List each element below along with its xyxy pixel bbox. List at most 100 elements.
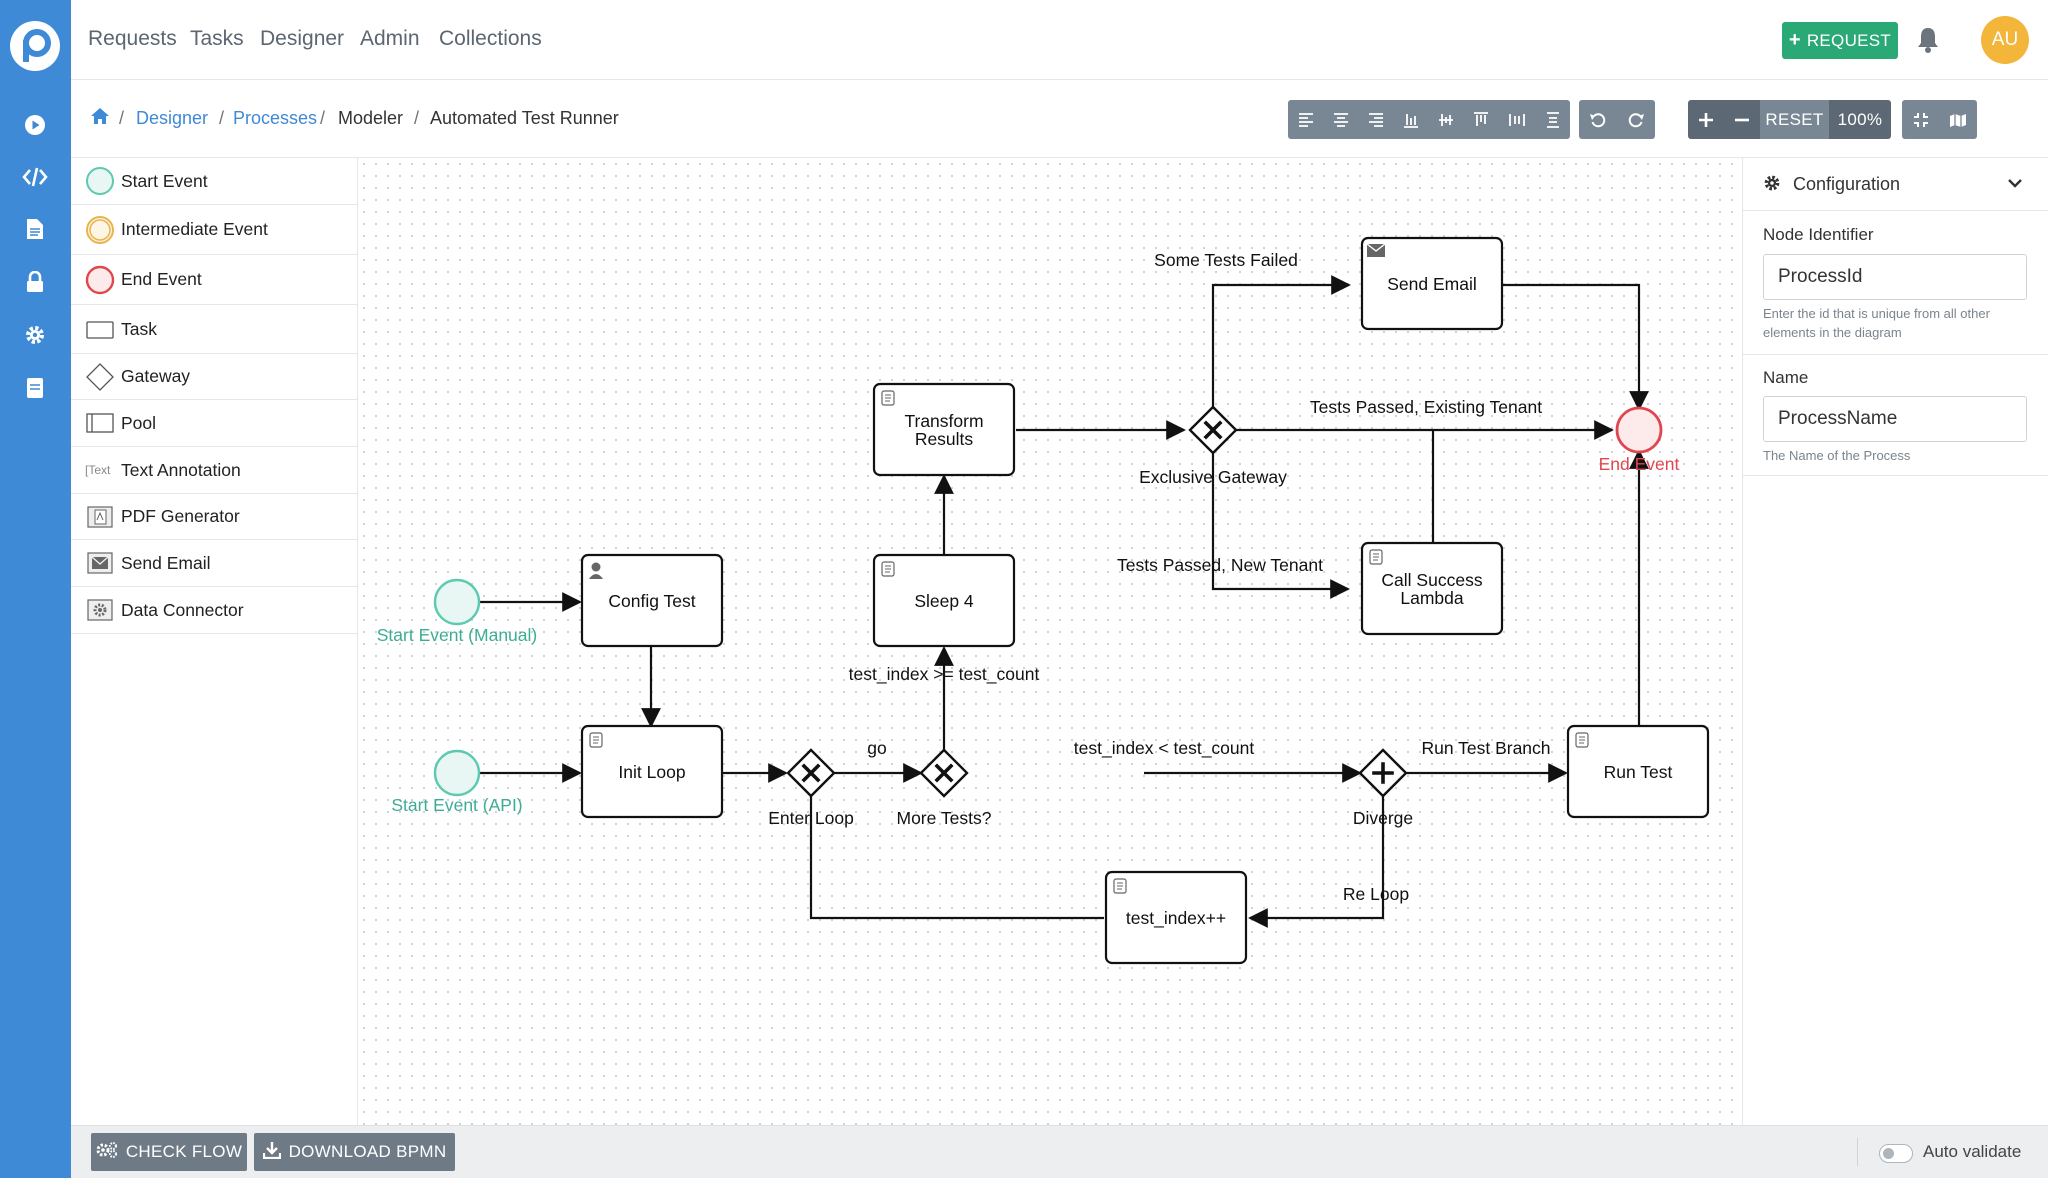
user-icon bbox=[589, 562, 603, 579]
script-icon bbox=[881, 390, 895, 406]
task-send-email-label: Send Email bbox=[1387, 274, 1477, 294]
code-icon[interactable] bbox=[20, 162, 50, 192]
start-event-api[interactable] bbox=[433, 749, 481, 797]
task-transform-results[interactable] bbox=[872, 382, 1016, 477]
align-top-icon[interactable] bbox=[1463, 100, 1498, 139]
bell-icon[interactable] bbox=[1916, 26, 1940, 54]
end-event-label: End Event bbox=[1599, 454, 1680, 474]
node-identifier-input[interactable] bbox=[1763, 254, 2027, 300]
nav-requests[interactable]: Requests bbox=[88, 27, 177, 50]
align-bottom-icon[interactable] bbox=[1393, 100, 1428, 139]
task-icon bbox=[85, 314, 115, 344]
align-center-icon[interactable] bbox=[1323, 100, 1358, 139]
flow-label-tests-passed-new: Tests Passed, New Tenant bbox=[1117, 555, 1323, 575]
breadcrumb-toolbar-bar: / Designer / Processes / Modeler / Autom… bbox=[71, 80, 2048, 158]
task-test-index-increment[interactable] bbox=[1104, 870, 1248, 965]
palette-text-annotation[interactable]: [Text Text Annotation bbox=[71, 447, 358, 494]
task-call-success-lambda[interactable] bbox=[1360, 541, 1504, 636]
start-event-api-label: Start Event (API) bbox=[391, 795, 522, 815]
redo-icon[interactable] bbox=[1617, 100, 1655, 139]
breadcrumb-current: Automated Test Runner bbox=[430, 108, 619, 128]
flow-email-end[interactable] bbox=[1503, 283, 1649, 411]
nav-collections[interactable]: Collections bbox=[439, 27, 542, 50]
chevron-down-icon[interactable] bbox=[2007, 176, 2023, 194]
align-left-icon[interactable] bbox=[1288, 100, 1323, 139]
reset-zoom-button[interactable]: RESET bbox=[1760, 100, 1829, 139]
gear-icon bbox=[1763, 174, 1781, 197]
zoom-in-icon[interactable] bbox=[1688, 100, 1724, 139]
configuration-header[interactable]: Configuration bbox=[1743, 158, 2048, 210]
document-icon[interactable] bbox=[20, 214, 50, 244]
palette-send-email[interactable]: Send Email bbox=[71, 540, 358, 587]
auto-validate-toggle[interactable] bbox=[1879, 1144, 1913, 1163]
task-init-loop[interactable] bbox=[580, 724, 724, 819]
palette-start-event[interactable]: Start Event bbox=[71, 158, 358, 205]
book-icon[interactable] bbox=[20, 373, 50, 403]
flow-tests-passed-new[interactable] bbox=[1211, 453, 1350, 599]
task-send-email[interactable] bbox=[1360, 236, 1504, 331]
zoom-out-icon[interactable] bbox=[1724, 100, 1760, 139]
name-label: Name bbox=[1763, 368, 1809, 387]
name-help: The Name of the Process bbox=[1763, 448, 1911, 463]
user-avatar[interactable]: AU bbox=[1981, 16, 2029, 64]
palette-intermediate-event[interactable]: Intermediate Event bbox=[71, 205, 358, 255]
task-run-test-label: Run Test bbox=[1604, 762, 1673, 782]
configuration-panel: Configuration Node Identifier Enter the … bbox=[1742, 158, 2048, 1125]
flow-some-tests-failed[interactable] bbox=[1211, 275, 1351, 407]
task-sleep-4[interactable] bbox=[872, 553, 1016, 648]
data-connector-icon bbox=[85, 595, 115, 625]
start-event-manual[interactable] bbox=[433, 578, 481, 626]
align-middle-icon[interactable] bbox=[1428, 100, 1463, 139]
align-right-icon[interactable] bbox=[1358, 100, 1393, 139]
compress-icon[interactable] bbox=[1902, 100, 1939, 139]
flow-label-tests-passed-existing: Tests Passed, Existing Tenant bbox=[1310, 397, 1542, 417]
palette-gateway[interactable]: Gateway bbox=[71, 354, 358, 400]
nav-admin[interactable]: Admin bbox=[360, 27, 420, 50]
parallel-plus-icon bbox=[1372, 762, 1394, 784]
app-sidebar bbox=[0, 0, 71, 1178]
breadcrumb-designer[interactable]: Designer bbox=[136, 108, 209, 128]
download-bpmn-button[interactable]: DOWNLOAD BPMN bbox=[254, 1133, 455, 1171]
breadcrumb-processes[interactable]: Processes bbox=[233, 108, 318, 128]
palette-data-connector[interactable]: Data Connector bbox=[71, 587, 358, 634]
exclusive-x-icon bbox=[1203, 420, 1223, 440]
intermediate-event-icon bbox=[85, 215, 115, 245]
palette-end-event[interactable]: End Event bbox=[71, 255, 358, 305]
distribute-horizontal-icon[interactable] bbox=[1498, 100, 1535, 139]
task-config-test[interactable] bbox=[580, 553, 724, 648]
script-icon bbox=[881, 561, 895, 577]
new-request-button[interactable]: + REQUEST bbox=[1782, 22, 1898, 59]
task-run-test[interactable] bbox=[1566, 724, 1710, 819]
gateway-more-tests-label: More Tests? bbox=[897, 808, 992, 828]
lock-icon[interactable] bbox=[20, 267, 50, 297]
exclusive-x-icon bbox=[801, 763, 821, 783]
nav-designer[interactable]: Designer bbox=[260, 27, 345, 50]
palette-pool[interactable]: Pool bbox=[71, 400, 358, 447]
palette-task[interactable]: Task bbox=[71, 305, 358, 354]
task-increment-label: test_index++ bbox=[1126, 908, 1226, 929]
flow-re-loop[interactable] bbox=[1248, 796, 1385, 928]
palette-pdf-generator[interactable]: PDF Generator bbox=[71, 494, 358, 540]
map-icon[interactable] bbox=[1939, 100, 1977, 139]
cogs-icon bbox=[96, 1141, 118, 1164]
nav-tasks[interactable]: Tasks bbox=[190, 27, 244, 50]
pdf-icon bbox=[85, 502, 115, 532]
script-icon bbox=[1113, 878, 1127, 894]
undo-icon[interactable] bbox=[1579, 100, 1617, 139]
gateway-diverge-label: Diverge bbox=[1353, 808, 1413, 828]
play-icon[interactable] bbox=[20, 110, 50, 140]
flow-increment-enterloop[interactable] bbox=[801, 759, 1104, 920]
distribute-vertical-icon[interactable] bbox=[1535, 100, 1570, 139]
home-icon[interactable] bbox=[90, 107, 110, 130]
auto-validate-label: Auto validate bbox=[1923, 1142, 2022, 1161]
check-flow-button[interactable]: CHECK FLOW bbox=[91, 1133, 247, 1171]
processmaker-logo[interactable] bbox=[9, 20, 61, 72]
name-input[interactable] bbox=[1763, 396, 2027, 442]
start-event-manual-label: Start Event (Manual) bbox=[377, 625, 537, 645]
gear-icon[interactable] bbox=[20, 320, 50, 350]
end-event[interactable] bbox=[1615, 406, 1663, 454]
